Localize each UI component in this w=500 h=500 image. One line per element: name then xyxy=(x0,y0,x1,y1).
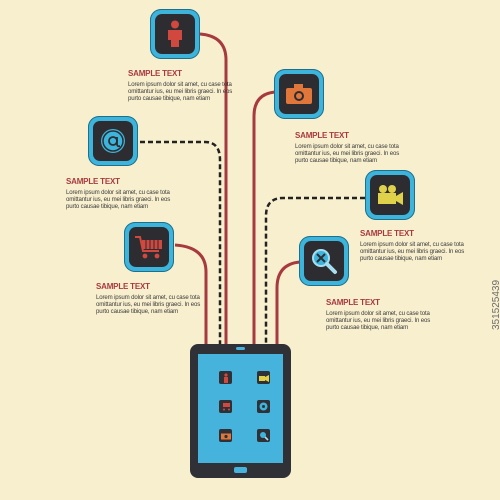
tablet-app-person xyxy=(219,371,232,384)
video-camera-icon xyxy=(378,185,403,205)
block-title: SAMPLE TEXT xyxy=(360,229,414,238)
block-line: Lorem ipsum dolor sit amet, cu case tota xyxy=(96,293,200,301)
magnifier-icon xyxy=(259,431,269,441)
block-line: Lorem ipsum dolor sit amet, cu case tota xyxy=(295,142,399,150)
tablet-app-at xyxy=(257,400,270,413)
video-camera-icon xyxy=(258,374,269,382)
tablet-app-magnifier xyxy=(257,429,270,442)
text-block: SAMPLE TEXT Lorem ipsum dolor sit amet, … xyxy=(360,230,495,263)
block-line: purto causae tibique, nam etiam xyxy=(66,203,149,211)
block-title: SAMPLE TEXT xyxy=(295,131,349,140)
at-node xyxy=(88,116,138,166)
block-line: omittantur ius, eu mei libris graeci. In… xyxy=(128,88,233,95)
line-video xyxy=(264,196,365,344)
block-line: Lorem ipsum dolor sit amet, cu case tota xyxy=(66,188,170,196)
tablet-home-button xyxy=(234,467,247,473)
camera-icon xyxy=(286,84,312,104)
camera-icon xyxy=(220,433,231,439)
text-block: SAMPLE TEXT Lorem ipsum dolor sit amet, … xyxy=(128,70,263,103)
camera-node xyxy=(274,69,324,119)
block-line: purto causae tibique, nam etiam xyxy=(360,255,443,263)
block-line: omittantur ius, eu mei libris graeci. In… xyxy=(66,196,171,203)
block-title: SAMPLE TEXT xyxy=(96,282,150,291)
at-sign-icon xyxy=(259,402,268,411)
block-line: omittantur ius, eu mei libris graeci. In… xyxy=(326,317,431,324)
tablet-screen xyxy=(198,354,283,463)
tablet-app-camera xyxy=(219,429,232,442)
person-icon xyxy=(168,20,182,47)
stock-id-label: 351525439 xyxy=(491,279,500,330)
block-title: SAMPLE TEXT xyxy=(66,177,120,186)
block-line: Lorem ipsum dolor sit amet, cu case tota xyxy=(326,309,430,317)
person-node xyxy=(150,9,200,59)
block-line: purto causae tibique, nam etiam xyxy=(326,324,409,332)
block-line: Lorem ipsum dolor sit amet, cu case tota xyxy=(128,80,232,88)
shopping-cart-icon xyxy=(222,403,230,411)
line-cart xyxy=(174,243,208,344)
block-line: purto causae tibique, nam etiam xyxy=(128,95,211,103)
line-person xyxy=(199,32,228,344)
tablet-app-cart xyxy=(219,400,232,413)
block-line: purto causae tibique, nam etiam xyxy=(295,157,378,165)
at-sign-icon xyxy=(101,129,125,153)
block-line: omittantur ius, eu mei libris graeci. In… xyxy=(96,301,201,308)
line-camera xyxy=(252,90,276,344)
cart-node xyxy=(124,222,174,272)
text-block: SAMPLE TEXT Lorem ipsum dolor sit amet, … xyxy=(326,299,461,332)
tablet-app-video xyxy=(257,371,270,384)
shopping-cart-icon xyxy=(135,236,162,259)
text-block: SAMPLE TEXT Lorem ipsum dolor sit amet, … xyxy=(96,283,231,316)
block-title: SAMPLE TEXT xyxy=(326,298,380,307)
person-icon xyxy=(223,372,228,383)
magnifier-icon xyxy=(312,249,337,274)
block-line: purto causae tibique, nam etiam xyxy=(96,308,179,316)
block-line: omittantur ius, eu mei libris graeci. In… xyxy=(360,248,465,255)
block-line: omittantur ius, eu mei libris graeci. In… xyxy=(295,150,400,157)
line-at xyxy=(140,140,222,344)
tablet xyxy=(190,344,291,478)
tablet-camera xyxy=(236,347,245,350)
magnifier-node xyxy=(299,236,349,286)
text-block: SAMPLE TEXT Lorem ipsum dolor sit amet, … xyxy=(295,132,430,165)
block-title: SAMPLE TEXT xyxy=(128,69,182,78)
block-line: Lorem ipsum dolor sit amet, cu case tota xyxy=(360,240,464,248)
video-camera-node xyxy=(365,170,415,220)
line-magnifier xyxy=(275,260,301,344)
text-block: SAMPLE TEXT Lorem ipsum dolor sit amet, … xyxy=(66,178,201,211)
